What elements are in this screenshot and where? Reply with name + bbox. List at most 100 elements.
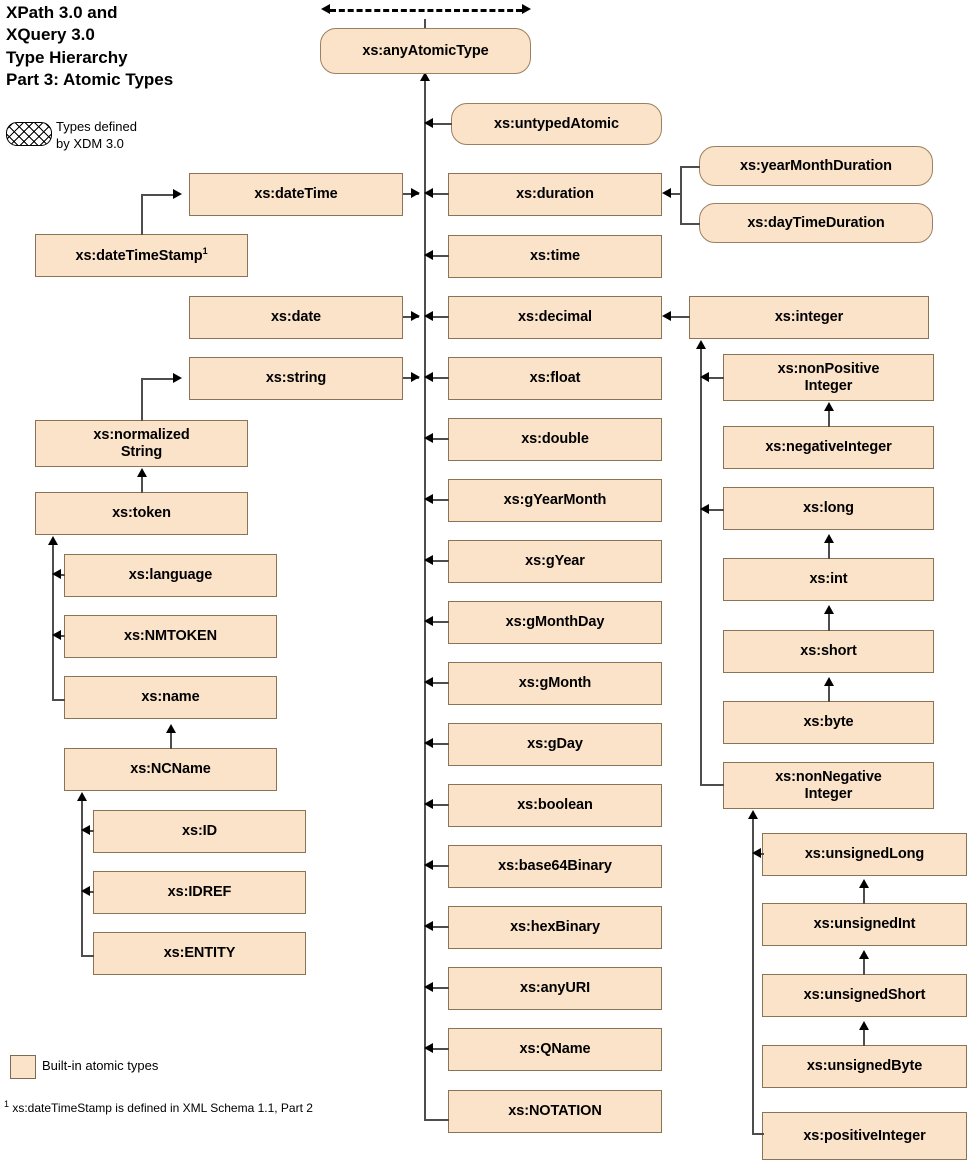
edge-normalizedString-vertical (141, 378, 143, 421)
node-label: xs:anyAtomicType (362, 42, 489, 59)
edge-arrow-icon (48, 536, 58, 545)
node-token[interactable]: xs:token (35, 492, 248, 535)
node-NOTATION[interactable]: xs:NOTATION (448, 1090, 662, 1133)
node-label: xs:QName (519, 1041, 591, 1058)
edge-arrow-icon (662, 188, 671, 198)
node-label: xs:gMonth (518, 675, 592, 692)
node-label: xs:decimal (518, 309, 592, 326)
edge-double-to-spine (430, 438, 449, 440)
node-nonNegativeInteger[interactable]: xs:nonNegative Integer (723, 762, 934, 809)
node-untypedAtomic[interactable]: xs:untypedAtomic (451, 103, 662, 145)
node-long[interactable]: xs:long (723, 487, 934, 530)
edge-dateTimeStamp-horizontal (141, 194, 173, 196)
footnote-ref: 1 (202, 246, 208, 257)
node-positiveInteger[interactable]: xs:positiveInteger (762, 1112, 967, 1160)
edge-nonNegativeInteger-to-bus (700, 784, 724, 786)
nonnegative-children-bus (752, 818, 754, 1134)
edge-dateTimeStamp-vertical (141, 194, 143, 235)
node-label: xs:ENTITY (163, 945, 236, 962)
edge-arrow-icon (411, 188, 420, 198)
node-gMonthDay[interactable]: xs:gMonthDay (448, 601, 662, 644)
node-short[interactable]: xs:short (723, 630, 934, 673)
node-label: xs:IDREF (167, 884, 232, 901)
node-dateTime[interactable]: xs:dateTime (189, 173, 403, 216)
edge-arrow-icon (824, 605, 834, 614)
node-base64Binary[interactable]: xs:base64Binary (448, 845, 662, 888)
node-NCName[interactable]: xs:NCName (64, 748, 277, 791)
node-unsignedByte[interactable]: xs:unsignedByte (762, 1045, 967, 1088)
footnote-text: xs:dateTimeStamp is defined in XML Schem… (9, 1101, 313, 1115)
node-unsignedInt[interactable]: xs:unsignedInt (762, 903, 967, 946)
node-ENTITY[interactable]: xs:ENTITY (93, 932, 306, 975)
node-language[interactable]: xs:language (64, 554, 277, 597)
page-title: XPath 3.0 and XQuery 3.0 Type Hierarchy … (6, 3, 174, 90)
node-negativeInteger[interactable]: xs:negativeInteger (723, 426, 934, 469)
node-dayTimeDuration[interactable]: xs:dayTimeDuration (699, 203, 933, 243)
node-label: xs:yearMonthDuration (740, 157, 892, 174)
node-anyAtomicType[interactable]: xs:anyAtomicType (320, 28, 531, 74)
edge-gYear-to-spine (430, 560, 449, 562)
edge-long-to-bus (706, 509, 724, 511)
edge-arrow-icon (424, 118, 433, 128)
node-label: xs:nonNegative Integer (775, 768, 882, 802)
node-name[interactable]: xs:name (64, 676, 277, 719)
spine-arrow-into-anyatomictype-icon (420, 72, 430, 81)
node-yearMonthDuration[interactable]: xs:yearMonthDuration (699, 146, 933, 186)
edge-arrow-icon (81, 886, 90, 896)
edge-arrow-icon (424, 860, 433, 870)
edge-arrow-icon (166, 724, 176, 733)
node-normalizedString[interactable]: xs:normalized String (35, 420, 248, 467)
spine-top-stub (424, 19, 426, 31)
node-time[interactable]: xs:time (448, 235, 662, 278)
node-gYearMonth[interactable]: xs:gYearMonth (448, 479, 662, 522)
edge-positiveInteger-to-bus (752, 1133, 764, 1135)
node-NMTOKEN[interactable]: xs:NMTOKEN (64, 615, 277, 658)
node-int[interactable]: xs:int (723, 558, 934, 601)
edge-arrow-icon (424, 250, 433, 260)
ncname-children-bus (81, 800, 83, 957)
node-gDay[interactable]: xs:gDay (448, 723, 662, 766)
node-float[interactable]: xs:float (448, 357, 662, 400)
edge-gYearMonth-to-spine (430, 499, 449, 501)
edge-arrow-icon (424, 372, 433, 382)
node-QName[interactable]: xs:QName (448, 1028, 662, 1071)
node-label: xs:double (521, 431, 589, 448)
node-integer[interactable]: xs:integer (689, 296, 929, 339)
node-anyURI[interactable]: xs:anyURI (448, 967, 662, 1010)
edge-integer-to-decimal (668, 316, 690, 318)
node-decimal[interactable]: xs:decimal (448, 296, 662, 339)
node-label: xs:name (141, 689, 200, 706)
edge-language-to-bus (58, 574, 65, 576)
node-label: xs:duration (516, 186, 594, 203)
node-string[interactable]: xs:string (189, 357, 403, 400)
node-gYear[interactable]: xs:gYear (448, 540, 662, 583)
node-IDREF[interactable]: xs:IDREF (93, 871, 306, 914)
edge-yearMonthDuration-to-bus (680, 166, 700, 168)
node-label: xs:ID (182, 823, 217, 840)
node-nonPositiveInteger[interactable]: xs:nonPositive Integer (723, 354, 934, 401)
node-duration[interactable]: xs:duration (448, 173, 662, 216)
node-unsignedShort[interactable]: xs:unsignedShort (762, 974, 967, 1017)
edge-unsignedInt-to-unsignedLong (863, 887, 865, 904)
node-label: xs:token (112, 505, 171, 522)
node-label: xs:time (529, 248, 581, 265)
node-date[interactable]: xs:date (189, 296, 403, 339)
edge-arrow-icon (424, 311, 433, 321)
edge-unsignedByte-to-unsignedShort (863, 1029, 865, 1046)
node-boolean[interactable]: xs:boolean (448, 784, 662, 827)
edge-NMTOKEN-to-bus (58, 635, 65, 637)
node-unsignedLong[interactable]: xs:unsignedLong (762, 833, 967, 876)
edge-arrow-icon (81, 825, 90, 835)
edge-hexBinary-to-spine (430, 926, 449, 928)
node-ID[interactable]: xs:ID (93, 810, 306, 853)
node-hexBinary[interactable]: xs:hexBinary (448, 906, 662, 949)
node-dateTimeStamp[interactable]: xs:dateTimeStamp1 (35, 234, 248, 277)
continuation-dashed-line (330, 9, 522, 12)
node-byte[interactable]: xs:byte (723, 701, 934, 744)
node-gMonth[interactable]: xs:gMonth (448, 662, 662, 705)
edge-arrow-icon (748, 810, 758, 819)
edge-unsignedShort-to-unsignedInt (863, 958, 865, 975)
edge-arrow-icon (424, 188, 433, 198)
node-double[interactable]: xs:double (448, 418, 662, 461)
edge-dayTimeDuration-to-bus (680, 223, 700, 225)
